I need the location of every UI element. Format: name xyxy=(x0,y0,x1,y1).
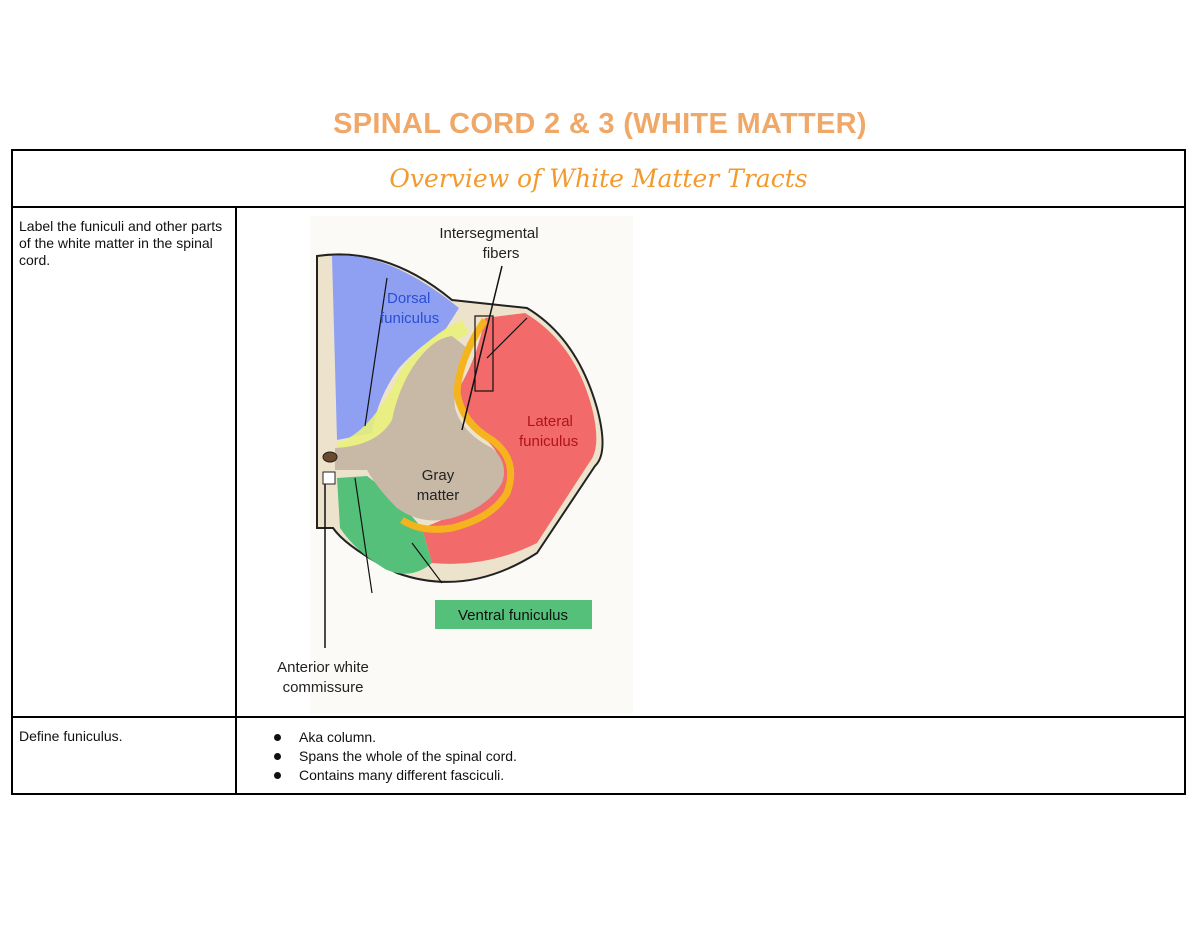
list-item: Spans the whole of the spinal cord. xyxy=(274,747,1184,766)
lateral-label-2: funiculus xyxy=(519,433,578,450)
bullet-icon xyxy=(274,753,281,760)
question-cell: Label the funiculi and other parts of th… xyxy=(11,206,237,718)
anterior-label-1: Anterior white xyxy=(277,659,369,676)
list-item: Contains many different fasciculi. xyxy=(274,766,1184,785)
section-header: Overview of White Matter Tracts xyxy=(11,149,1186,208)
document-title: SPINAL CORD 2 & 3 (WHITE MATTER) xyxy=(333,108,867,140)
dorsal-label-2: funiculus xyxy=(380,310,439,327)
table-row: Define funiculus. Aka column. Spans the … xyxy=(11,716,1186,795)
table-row: Label the funiculi and other parts of th… xyxy=(11,206,1186,718)
diagram-cell: Intersegmental fibers Dorsal funiculus L… xyxy=(235,206,1186,718)
gray-matter-label-1: Gray xyxy=(422,467,455,484)
header-row: Overview of White Matter Tracts xyxy=(11,149,1186,208)
anterior-label-2: commissure xyxy=(283,679,364,696)
worksheet-table: Overview of White Matter Tracts Label th… xyxy=(11,149,1186,795)
bullet-icon xyxy=(274,772,281,779)
answer-cell: Aka column. Spans the whole of the spina… xyxy=(235,716,1186,795)
lateral-funiculus-region xyxy=(422,313,597,564)
spinal-cord-diagram: Intersegmental fibers Dorsal funiculus L… xyxy=(277,216,633,714)
dorsal-label-1: Dorsal xyxy=(387,290,430,307)
lateral-label-1: Lateral xyxy=(527,413,573,430)
gray-matter-region xyxy=(335,336,505,521)
answer-list: Aka column. Spans the whole of the spina… xyxy=(237,728,1184,785)
gray-matter-label-2: matter xyxy=(417,487,460,504)
intersegmental-label-2: fibers xyxy=(483,245,520,262)
ventral-funiculus-region xyxy=(337,476,432,574)
ventral-label: Ventral funiculus xyxy=(458,607,568,624)
intersegmental-label-1: Intersegmental xyxy=(439,225,538,242)
dorsal-funiculus-region xyxy=(332,255,459,440)
ventral-label-box xyxy=(435,600,592,629)
bullet-icon xyxy=(274,734,281,741)
list-item: Aka column. xyxy=(274,728,1184,747)
question-cell: Define funiculus. xyxy=(11,716,237,795)
